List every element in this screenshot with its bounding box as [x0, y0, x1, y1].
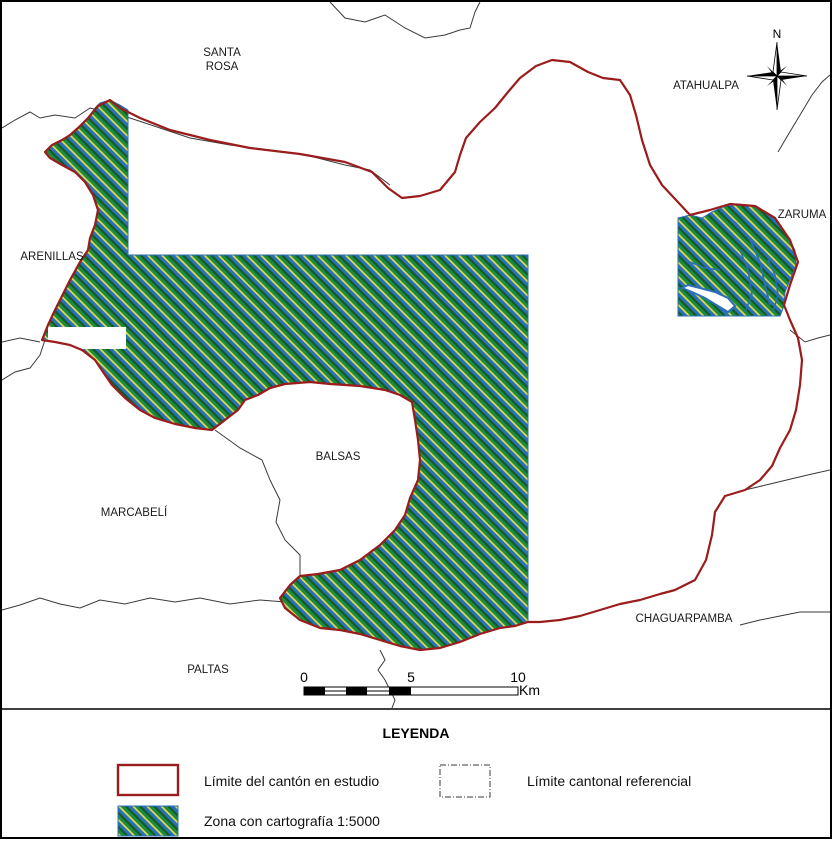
label-marcabeli: MARCABELÍ — [101, 506, 168, 519]
scale-tick-5: 5 — [407, 669, 415, 685]
legend-label-reference: Límite cantonal referencial — [527, 773, 691, 789]
legend-zone-swatch — [117, 805, 179, 837]
river-line — [734, 221, 771, 306]
water-body — [679, 283, 737, 314]
label-atahualpa: ATAHUALPA — [673, 80, 739, 92]
scale-tick-10: 10 — [510, 669, 526, 685]
legend-title: LEYENDA — [383, 725, 450, 741]
compass-rose-icon: N — [746, 27, 808, 111]
label-arenillas: ARENILLAS — [20, 251, 84, 263]
legend-reference-swatch — [439, 764, 491, 798]
label-chaguarpamba: CHAGUARPAMBA — [636, 613, 733, 625]
legend: LEYENDA Límite del cantón en estudio Lím… — [116, 725, 691, 837]
cartography-zone — [41, 99, 797, 651]
canton-boundary — [40, 58, 804, 652]
legend-canton-swatch — [116, 763, 180, 797]
river-line — [739, 249, 753, 313]
scale-tick-0: 0 — [300, 669, 308, 685]
label-zaruma: ZARUMA — [778, 209, 827, 221]
label-balsas: BALSAS — [316, 451, 361, 463]
label-santa-rosa-line2: ROSA — [206, 61, 239, 73]
unmapped-gap — [48, 327, 126, 349]
river-line — [767, 259, 779, 313]
scale-bar: 0 5 10 Km — [300, 669, 540, 698]
river-line — [689, 261, 721, 271]
north-label: N — [773, 27, 782, 41]
legend-label-canton: Límite del cantón en estudio — [204, 773, 379, 789]
label-paltas: PALTAS — [187, 664, 229, 676]
label-santa-rosa-line1: SANTA — [203, 47, 241, 59]
legend-label-zone: Zona con cartografía 1:5000 — [204, 813, 380, 829]
scale-unit: Km — [519, 682, 540, 698]
